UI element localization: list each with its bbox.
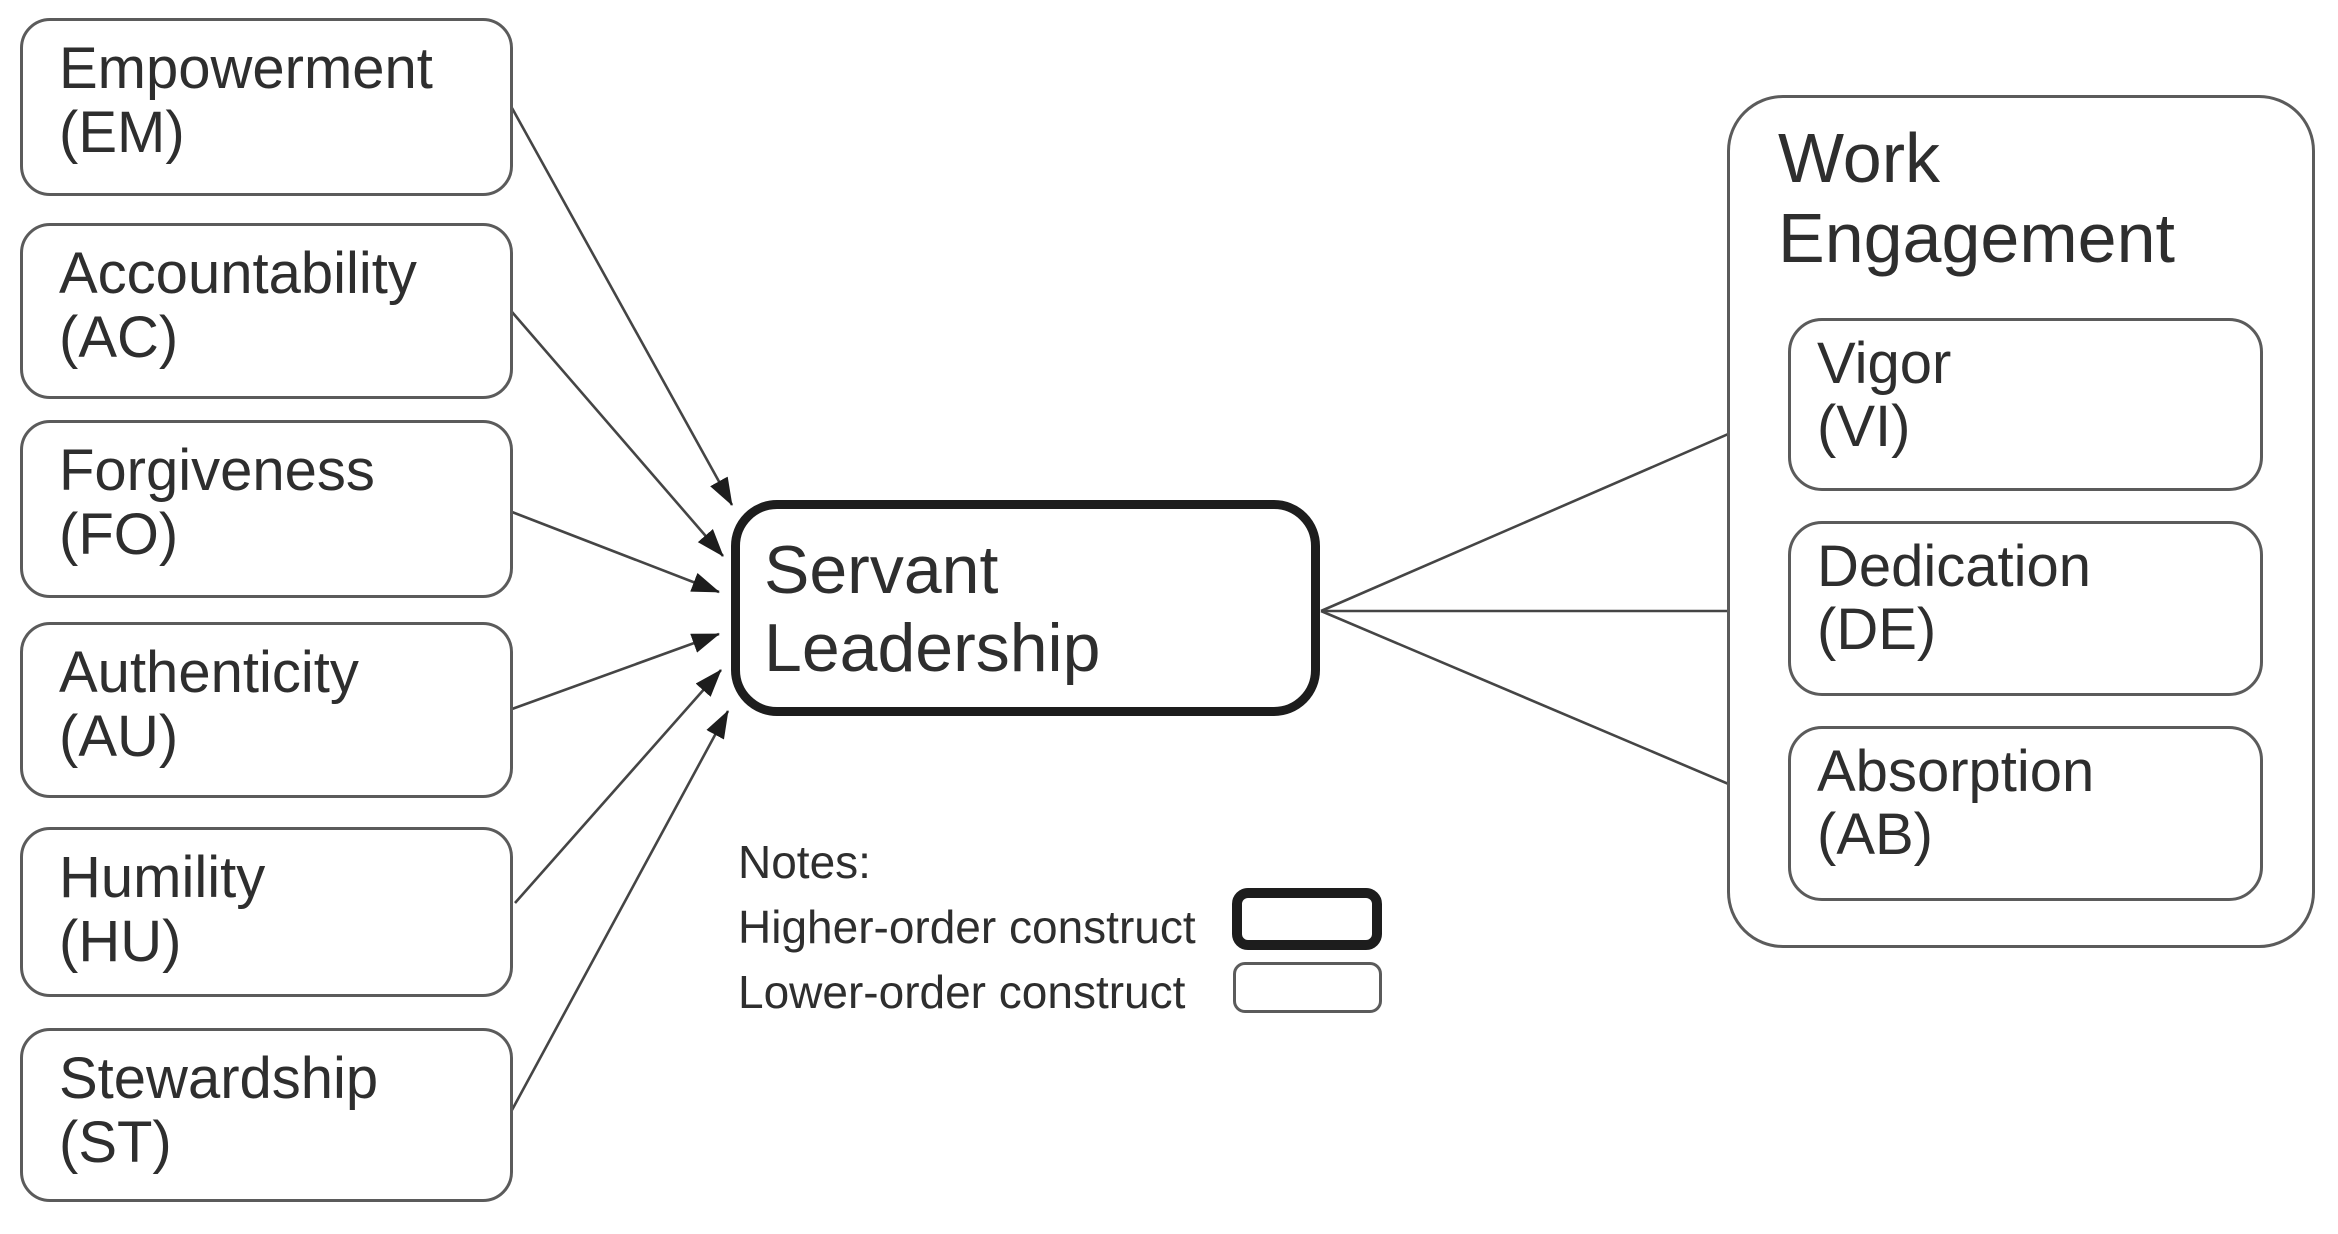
group-title: Work Engagement: [1778, 118, 2175, 278]
construct-code: (AC): [59, 305, 179, 370]
legend-swatch-higher-order: [1232, 888, 1382, 950]
construct-box-vigor: Vigor (VI): [1788, 318, 2263, 491]
construct-name: Vigor: [1817, 331, 1952, 396]
construct-code: (FO): [59, 502, 179, 567]
construct-name: Absorption: [1817, 739, 2095, 804]
construct-box-absorption: Absorption (AB): [1788, 726, 2263, 901]
legend-label-lower-order: Lower-order construct: [738, 966, 1186, 1018]
construct-box-stewardship: Stewardship (ST): [20, 1028, 513, 1202]
construct-code: (VI): [1817, 394, 1911, 459]
construct-name: Dedication: [1817, 534, 2092, 599]
legend-title: Notes:: [738, 836, 871, 888]
arrow-stewardship-to-servant-leadership: [510, 710, 730, 1111]
construct-box-empowerment: Empowerment (EM): [20, 18, 513, 196]
construct-name: Authenticity: [59, 640, 359, 705]
arrow-servant-leadership-to-vigor: [1320, 410, 1780, 613]
arrow-humility-to-servant-leadership: [514, 669, 722, 904]
arrow-servant-leadership-to-absorption: [1320, 609, 1779, 807]
construct-box-accountability: Accountability (AC): [20, 223, 513, 399]
construct-code: (AB): [1817, 802, 1933, 867]
construct-code: (AU): [59, 704, 179, 769]
construct-box-dedication: Dedication (DE): [1788, 521, 2263, 696]
construct-code: (HU): [59, 909, 182, 974]
construct-name: Humility: [59, 845, 266, 910]
construct-name: Stewardship: [59, 1046, 379, 1111]
arrow-empowerment-to-servant-leadership: [510, 107, 734, 506]
legend-label-higher-order: Higher-order construct: [738, 901, 1196, 953]
arrow-authenticity-to-servant-leadership: [511, 632, 720, 711]
construct-box-authenticity: Authenticity (AU): [20, 622, 513, 798]
legend: Notes: Higher-order construct Lower-orde…: [738, 830, 1196, 1025]
group-title-line1: Work: [1778, 119, 1941, 197]
arrow-forgiveness-to-servant-leadership: [511, 510, 720, 594]
construct-box-forgiveness: Forgiveness (FO): [20, 420, 513, 598]
construct-box-servant-leadership: Servant Leadership: [731, 500, 1320, 716]
construct-box-humility: Humility (HU): [20, 827, 513, 997]
construct-name: Empowerment: [59, 36, 433, 101]
construct-code: (DE): [1817, 597, 1937, 662]
arrow-accountability-to-servant-leadership: [511, 311, 724, 557]
construct-name: Accountability: [59, 241, 417, 306]
construct-code: (ST): [59, 1110, 172, 1175]
group-title-line2: Engagement: [1778, 199, 2175, 277]
construct-name-line1: Servant: [764, 532, 999, 608]
construct-code: (EM): [59, 100, 185, 165]
construct-name: Forgiveness: [59, 438, 375, 503]
group-box-work-engagement: Work Engagement Vigor (VI) Dedication (D…: [1727, 95, 2315, 948]
legend-swatch-lower-order: [1233, 962, 1382, 1013]
construct-name-line2: Leadership: [764, 610, 1101, 686]
